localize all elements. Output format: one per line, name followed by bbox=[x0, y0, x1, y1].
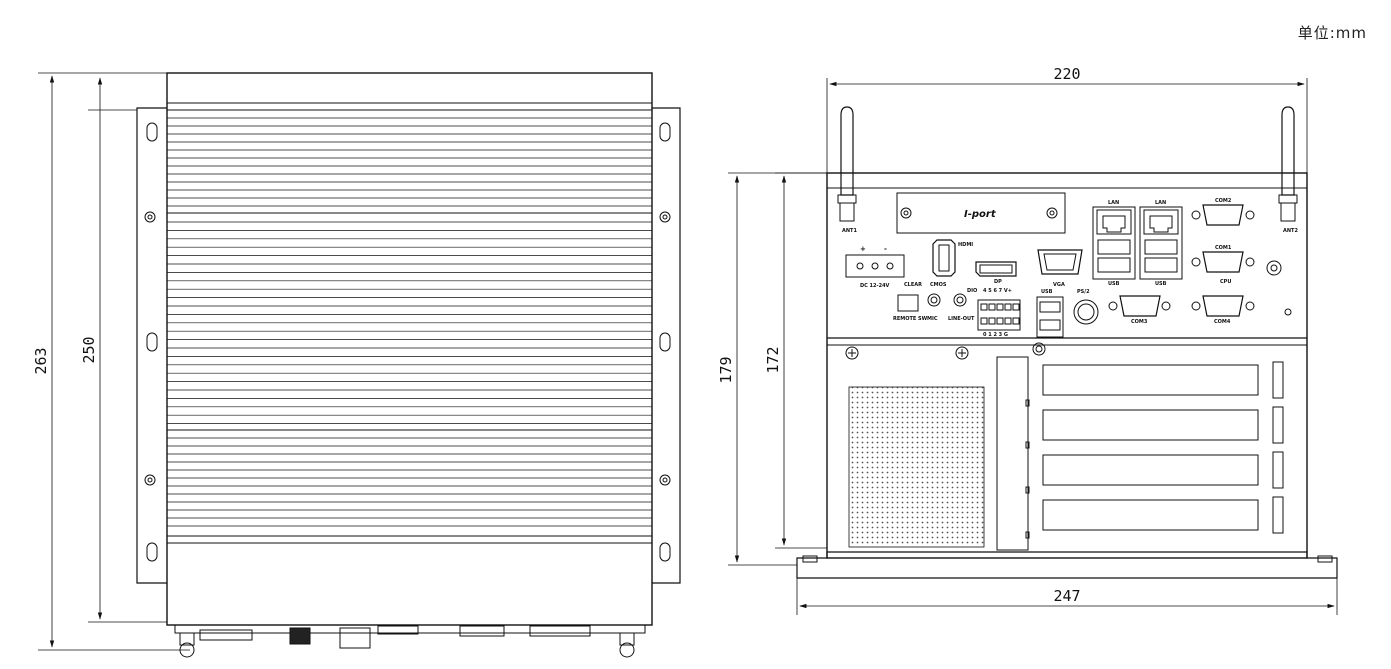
hdmi-port bbox=[932, 239, 956, 277]
antenna-left bbox=[837, 106, 857, 222]
heatsink-fins-lower bbox=[167, 437, 652, 527]
dim-top-width: 220 bbox=[1053, 65, 1080, 83]
unit-label: 单位:mm bbox=[1297, 24, 1367, 42]
label-iport: I-port bbox=[964, 209, 997, 220]
front-view-labels: ANT1 ANT2 I-port + - DC 12-24V HDMI DP V… bbox=[842, 198, 1298, 338]
mic-jack bbox=[953, 293, 967, 307]
rear-connectors bbox=[174, 624, 646, 658]
iport-plate bbox=[896, 192, 1066, 234]
label-lan2: LAN bbox=[1155, 200, 1166, 206]
base-plate bbox=[796, 551, 1338, 579]
label-plus: + bbox=[860, 245, 866, 253]
slot-brackets bbox=[1272, 361, 1284, 534]
label-com1: COM1 bbox=[1215, 245, 1232, 251]
label-lan1: LAN bbox=[1108, 200, 1119, 206]
lower-screw-mid bbox=[955, 346, 969, 360]
label-dio-top: 4 5 6 7 V+ bbox=[983, 288, 1012, 294]
heatsink-fins-middle bbox=[167, 221, 652, 424]
bracket-notches bbox=[1025, 399, 1030, 539]
label-usb3: USB bbox=[1041, 289, 1053, 295]
vga-port bbox=[1037, 249, 1083, 275]
antenna-jack bbox=[1266, 260, 1282, 276]
label-dc: DC 12-24V bbox=[860, 283, 890, 289]
label-usb1: USB bbox=[1108, 281, 1120, 287]
expansion-slots bbox=[1042, 364, 1259, 531]
label-com3: COM3 bbox=[1131, 319, 1148, 325]
label-minus: - bbox=[884, 245, 887, 253]
com2-port bbox=[1191, 204, 1255, 226]
label-ps2: PS/2 bbox=[1077, 289, 1090, 295]
dim-left-outer-height: 263 bbox=[32, 347, 50, 374]
dio-connector bbox=[977, 299, 1021, 331]
lan-usb-stack-2 bbox=[1139, 206, 1183, 280]
label-hdmi: HDMI bbox=[958, 242, 973, 248]
top-body bbox=[166, 72, 653, 626]
dio-pins bbox=[980, 303, 1020, 325]
antenna-right bbox=[1278, 106, 1298, 222]
ps2-port bbox=[1073, 299, 1099, 325]
right-dimensions bbox=[728, 78, 1338, 615]
com4-port bbox=[1191, 295, 1255, 317]
label-ant2: ANT2 bbox=[1283, 228, 1298, 234]
dim-right-outer-height: 179 bbox=[717, 356, 735, 383]
left-dimensions bbox=[38, 72, 190, 651]
lower-screw-right bbox=[1032, 342, 1046, 356]
com3-port bbox=[1108, 295, 1171, 317]
bracket bbox=[996, 356, 1029, 551]
flange-screw-holes bbox=[144, 211, 671, 486]
clear-cmos-button bbox=[927, 293, 941, 307]
label-dio: DIO bbox=[967, 288, 977, 294]
dim-right-inner-height: 172 bbox=[764, 346, 782, 373]
lan-usb-stack-1 bbox=[1092, 206, 1136, 280]
ventilation-mesh bbox=[848, 386, 985, 548]
label-usb2: USB bbox=[1155, 281, 1167, 287]
label-vga: VGA bbox=[1053, 282, 1065, 288]
com1-port bbox=[1191, 251, 1255, 273]
top-view bbox=[136, 72, 681, 658]
dim-left-inner-height: 250 bbox=[80, 336, 98, 363]
label-line-out: LINE-OUT bbox=[948, 316, 975, 322]
label-dp: DP bbox=[994, 279, 1002, 285]
dp-port bbox=[975, 261, 1017, 277]
dim-bottom-width: 247 bbox=[1053, 587, 1080, 605]
heatsink-fins-upper bbox=[167, 117, 652, 207]
right-flange bbox=[652, 107, 681, 584]
lower-screw-left bbox=[845, 346, 859, 360]
label-com4: COM4 bbox=[1214, 319, 1231, 325]
label-remote-sw: REMOTE SW bbox=[893, 316, 928, 322]
left-flange bbox=[136, 107, 167, 584]
remote-sw-connector bbox=[897, 294, 919, 312]
label-com2: COM2 bbox=[1215, 198, 1232, 204]
label-cmos: CMOS bbox=[930, 282, 947, 288]
label-mic: MIC bbox=[927, 316, 938, 322]
label-ant1: ANT1 bbox=[842, 228, 857, 234]
front-view bbox=[796, 106, 1338, 579]
usb-stack-front bbox=[1036, 296, 1064, 338]
dc-power-connector bbox=[845, 254, 905, 278]
front-chassis bbox=[826, 172, 1308, 559]
keyhole-slots bbox=[146, 122, 671, 562]
label-dio-bottom: 0 1 2 3 G bbox=[983, 332, 1008, 338]
label-clear: CLEAR bbox=[904, 282, 922, 288]
label-cpu: CPU bbox=[1220, 279, 1231, 285]
